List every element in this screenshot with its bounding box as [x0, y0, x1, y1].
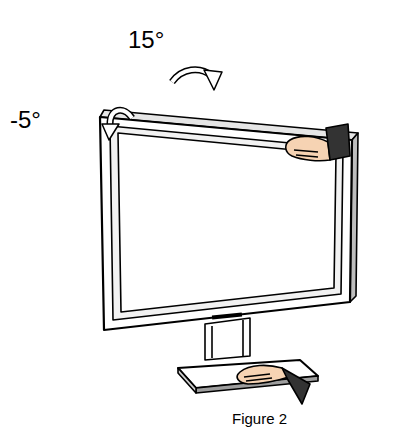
stand-neck — [205, 318, 250, 360]
upper-sleeve — [326, 124, 350, 160]
finger-line — [294, 150, 318, 157]
inner-bezel — [110, 126, 343, 320]
monitor-screen — [118, 133, 336, 312]
neck-line — [211, 326, 213, 358]
lower-sleeve — [282, 368, 310, 404]
tilt-back-arrow — [172, 70, 222, 90]
tilt-angle-label: -5° — [10, 106, 41, 134]
neck-line — [242, 320, 244, 356]
base-edge — [178, 368, 196, 393]
monitor-bezel — [100, 117, 352, 330]
finger-line — [244, 374, 272, 381]
tilt-forward-arrow — [102, 110, 132, 140]
logo-mark — [212, 312, 242, 319]
tilt-angle-label: 15° — [128, 26, 164, 54]
figure-caption: Figure 2 — [232, 410, 287, 427]
upper-hand — [286, 136, 330, 160]
